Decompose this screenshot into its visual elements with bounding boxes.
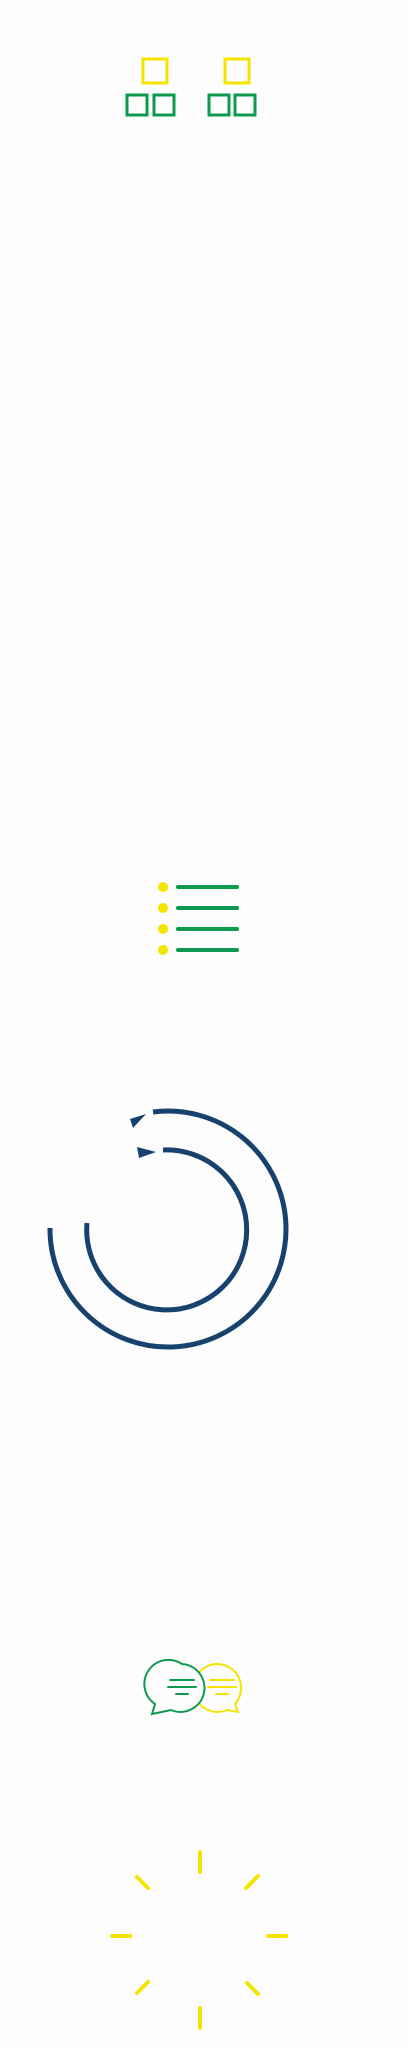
spinner-ray-bottom-left xyxy=(135,1980,150,1995)
bottom-box-1 xyxy=(125,93,149,117)
spinner-ray-top-left xyxy=(135,1875,150,1890)
refresh-inner-arc xyxy=(84,1147,250,1313)
bottom-box-4 xyxy=(233,93,257,117)
bullet-list-icon xyxy=(158,882,239,955)
refresh-inner-arrowhead xyxy=(137,1147,156,1158)
refresh-icon xyxy=(47,1108,289,1350)
refresh-outer-arc xyxy=(47,1108,289,1350)
top-box-right xyxy=(223,57,251,85)
org-chart-icon xyxy=(125,57,257,117)
bullet-4 xyxy=(158,945,168,955)
bottom-box-2 xyxy=(152,93,176,117)
bullet-1 xyxy=(158,882,168,892)
bullet-2 xyxy=(158,903,168,913)
top-box-left xyxy=(141,57,169,85)
spinner-ray-bottom-right xyxy=(245,1981,260,1996)
bottom-box-3 xyxy=(207,93,231,117)
chat-bubbles-icon xyxy=(143,1658,243,1716)
loading-spinner-icon xyxy=(110,1850,288,2030)
bullet-3 xyxy=(158,924,168,934)
spinner-ray-top-right xyxy=(244,1874,260,1890)
refresh-outer-arrowhead xyxy=(130,1114,146,1128)
